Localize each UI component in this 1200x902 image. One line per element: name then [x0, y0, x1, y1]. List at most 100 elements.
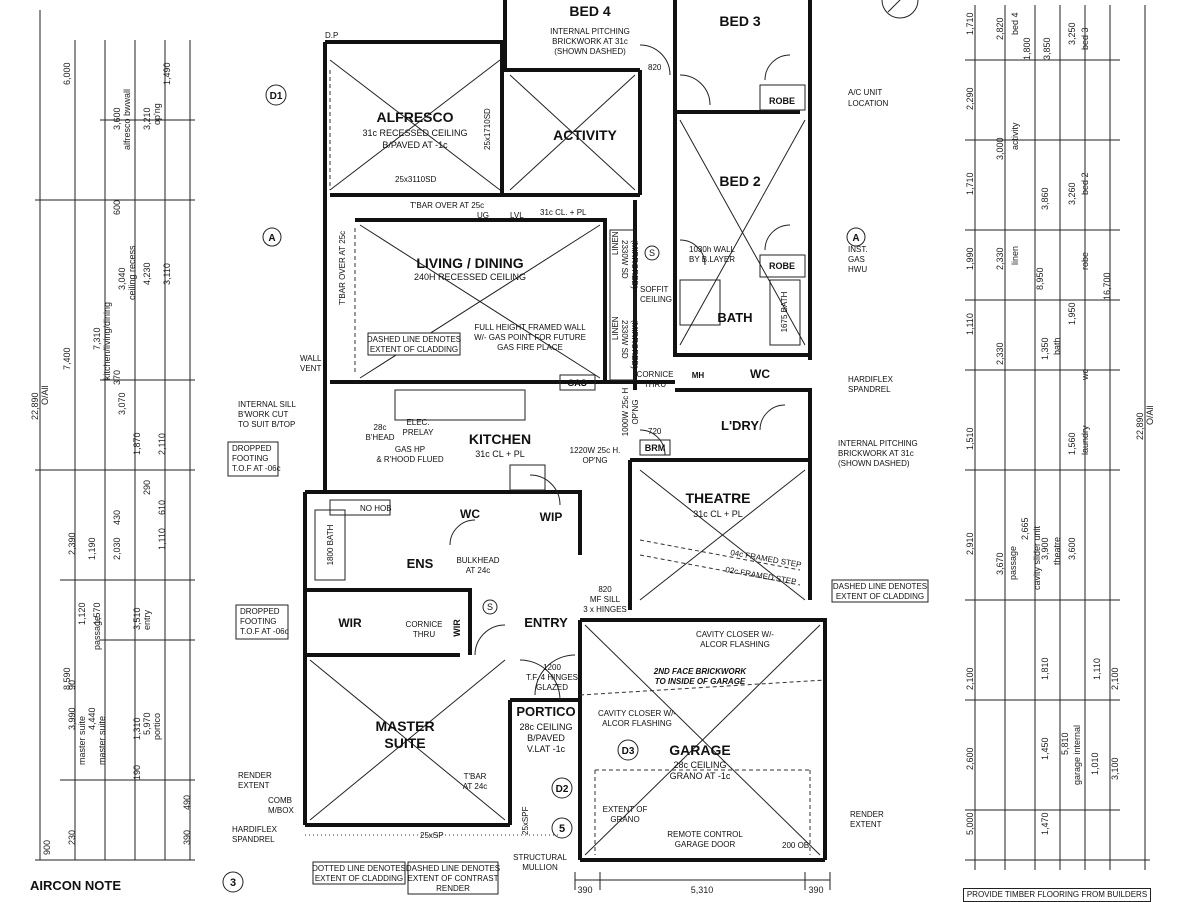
dim-e1: 2,390	[67, 532, 77, 555]
room-living: LIVING / DINING	[416, 255, 523, 271]
room-mh: MH	[692, 371, 705, 380]
note-mirrored-bot-1: 2330W SD	[620, 320, 629, 359]
dim-r23: 5,810	[1060, 732, 1070, 755]
note-internal-pitching-mid-2: BRICKWORK AT 31c	[838, 449, 914, 458]
dim-r32: 3,250	[1067, 22, 1077, 45]
note-render-r-1: RENDER	[850, 810, 884, 819]
dim-m2-sub: master suite	[97, 716, 107, 765]
note-opng-1000-2: OP'NG	[631, 399, 640, 424]
note-internal-sill-2: B'WORK CUT	[238, 410, 289, 419]
dim-n90: 90	[67, 680, 77, 690]
note-hardiflex-r-2: SPANDREL	[848, 385, 891, 394]
room-portico-floor: B/PAVED	[527, 733, 565, 743]
note-sp-25x: 25xSP	[420, 831, 444, 840]
note-nohob: NO HOB	[360, 504, 392, 513]
note-step-04: 04c FRAMED STEP	[730, 548, 802, 569]
dim-k5: 2,110	[157, 433, 167, 455]
note-internal-pitching-top-3: (SHOWN DASHED)	[554, 47, 626, 56]
note-render-l-1: RENDER	[238, 771, 272, 780]
dim-master: 3,990	[67, 707, 77, 730]
dim-r33: 3,860	[1040, 187, 1050, 210]
room-kitchen-ceiling: 31c CL + PL	[475, 449, 524, 459]
dim-b2: 5,310	[691, 885, 714, 895]
room-ensuite: ENS	[407, 556, 434, 571]
note-mullion-1: STRUCTURAL	[513, 853, 567, 862]
dim-r31: 3,850	[1042, 37, 1052, 60]
room-robe-1: ROBE	[769, 96, 795, 106]
note-hardiflex-l-2: SPANDREL	[232, 835, 275, 844]
room-portico-lat: V.LAT -1c	[527, 744, 566, 754]
note-1030h-2: BY B.LAYER	[689, 255, 735, 264]
dim-k2: 3,110	[162, 263, 172, 285]
note-soffit-2: CEILING	[640, 295, 672, 304]
dim-r18: 1,110	[1092, 658, 1102, 680]
dim-kitchen: 7,310	[92, 327, 102, 350]
dim-kitchen-sub: kitchen/living/dining	[102, 302, 112, 380]
dim-theatre: theatre	[1052, 537, 1062, 565]
dim-n230: 230	[67, 830, 77, 845]
dim-n1490: 1,490	[162, 62, 172, 85]
note-hinges-1: 820	[598, 585, 612, 594]
room-entry: ENTRY	[524, 615, 568, 630]
room-wc-1: WC	[750, 367, 770, 381]
dim-living: 3,040	[117, 267, 127, 290]
room-wip: WIP	[540, 510, 563, 524]
note-step-02: 02c FRAMED STEP	[725, 565, 797, 586]
note-hardiflex-r-1: HARDIFLEX	[848, 375, 894, 384]
dim-b3: 390	[808, 885, 823, 895]
note-gashp-2: & R'HOOD FLUED	[376, 455, 444, 464]
dim-r11: 2,100	[965, 667, 975, 690]
note-hardiflex-l-1: HARDIFLEX	[232, 825, 278, 834]
room-bath: BATH	[717, 310, 752, 325]
room-living-ceiling: 240H RECESSED CEILING	[414, 272, 526, 282]
dim-e3: 2,030	[112, 537, 122, 560]
dim-p1: 1,570	[92, 602, 102, 625]
note-fullheight-1: FULL HEIGHT FRAMED WALL	[474, 323, 586, 332]
dim-portico-sub: portico	[152, 713, 162, 740]
dim-r7: 1,110	[965, 313, 975, 335]
dim-n430: 430	[112, 510, 122, 525]
room-portico: PORTICO	[516, 704, 575, 719]
note-remote-2: GARAGE DOOR	[675, 840, 736, 849]
marker-a-right: A	[852, 233, 859, 244]
dim-n390: 390	[182, 830, 192, 845]
marker-five: 5	[559, 823, 565, 835]
dim-r9: 1,510	[965, 427, 975, 450]
room-master: MASTER	[375, 718, 434, 734]
dim-master-sub: master suite	[77, 716, 87, 765]
room-alfresco-floor: B/PAVED AT -1c	[382, 140, 448, 150]
door-swings	[449, 44, 791, 701]
dim-seg1: 6,000	[62, 62, 72, 85]
dim-n490: 490	[182, 795, 192, 810]
note-inst-gas-1: INST.	[848, 245, 868, 254]
dim-passage: passage	[1008, 546, 1018, 580]
note-cornice-a-2: THRU	[644, 380, 666, 389]
note-dashed-cladding-r-2: EXTENT OF CLADDING	[836, 592, 924, 601]
note-mirrored-bot-2: (MIRRORED)	[630, 320, 639, 369]
note-sd-25x3110: 25x3110SD	[395, 175, 436, 184]
dim-r26: 1,350	[1040, 337, 1050, 360]
note-cavity-b-1: CAVITY CLOSER W/-	[598, 709, 676, 718]
note-entry-door-1: 1200	[543, 663, 561, 672]
note-opng-1220-1: 1220W 25c H.	[570, 446, 621, 455]
marker-d1: D1	[270, 91, 283, 102]
room-wir-2: WIR	[452, 619, 462, 637]
note-entry-door-2: T.F. 4 HINGES	[526, 673, 578, 682]
note-dashed-cladding-l-1: DASHED LINE DENOTES	[367, 335, 461, 344]
dim-r16: 3,600	[1067, 537, 1077, 560]
dim-r30: 1,800	[1022, 37, 1032, 60]
dim-n900: 900	[42, 840, 52, 855]
note-render-r-2: EXTENT	[850, 820, 882, 829]
note-aircon-2: LOCATION	[848, 99, 889, 108]
note-wall-vent-2: VENT	[300, 364, 321, 373]
room-theatre-ceiling: 31c CL + PL	[693, 509, 742, 519]
dim-wc: wc	[1080, 369, 1090, 381]
dim-bed3: bed 3	[1080, 27, 1090, 50]
dim-portico: 5,970	[142, 712, 152, 735]
note-grano-1: EXTENT OF	[603, 805, 648, 814]
room-garage-floor: GRANO AT -1c	[670, 771, 731, 781]
note-opng-1220-2: OP'NG	[582, 456, 607, 465]
room-garage-ceiling: 28c CEILING	[673, 760, 726, 770]
note-bhead-1: 28c	[374, 423, 387, 432]
dim-r34: 3,260	[1067, 182, 1077, 205]
